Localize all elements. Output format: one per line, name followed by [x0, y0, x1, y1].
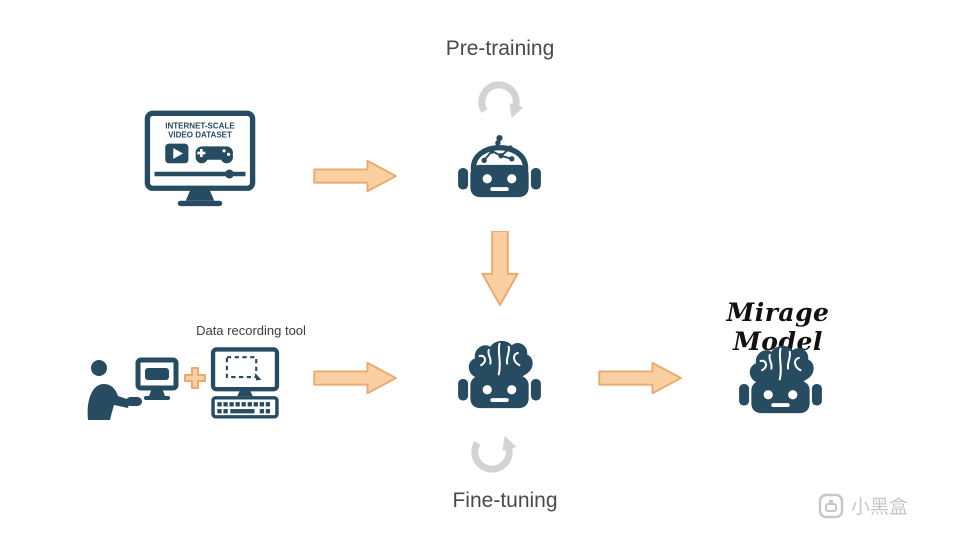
keyboard-icon	[211, 396, 279, 419]
right-arrow-icon	[313, 361, 397, 395]
plus-icon	[183, 366, 207, 390]
gamepad-icon	[195, 146, 233, 164]
xiaoheihe-logo-icon	[818, 493, 844, 518]
robot-circuit-head-icon	[458, 135, 541, 198]
finetuning-loop-icon	[457, 432, 529, 482]
monitor-stand-icon	[177, 188, 223, 207]
down-arrow-icon	[481, 231, 519, 307]
watermark: 小黑盒	[818, 492, 908, 519]
arrow-recording-to-finetuning	[313, 360, 401, 398]
cursor-icon	[254, 372, 262, 381]
progress-bar-icon	[154, 169, 246, 179]
dataset-title-line1: INTERNET-SCALE	[165, 122, 235, 131]
dataset-title-line2: VIDEO DATASET	[168, 130, 232, 139]
loop-arrow-icon	[478, 81, 524, 119]
pretraining-loop-icon	[464, 72, 536, 122]
handheld-gamepad-icon	[126, 397, 142, 406]
finetuning-robot-icon	[452, 333, 547, 425]
arrow-dataset-to-pretraining	[313, 158, 401, 196]
brain-folds-icon	[478, 342, 521, 376]
arrow-pretraining-to-finetuning	[480, 231, 520, 307]
player-with-monitor-icon	[87, 357, 179, 420]
robot-brain-head-icon	[458, 340, 541, 409]
arrow-finetuning-to-mirage	[598, 360, 686, 398]
neural-network-icon	[483, 138, 513, 161]
monitor-dataset-icon: INTERNET-SCALE VIDEO DATASET	[144, 110, 256, 207]
video-dataset-icon: INTERNET-SCALE VIDEO DATASET	[142, 108, 258, 215]
brain-folds-icon	[759, 347, 802, 381]
right-arrow-icon	[313, 159, 397, 193]
play-button-icon	[165, 143, 189, 164]
screen-capture-region-icon	[225, 356, 258, 379]
data-recording-label: Data recording tool	[196, 323, 306, 338]
right-arrow-icon	[598, 361, 682, 395]
robot-brain-head-icon	[739, 345, 822, 414]
pretraining-robot-icon	[452, 122, 547, 214]
recording-tool-icon	[206, 346, 284, 422]
mirage-robot-icon	[733, 338, 828, 430]
capture-monitor-keyboard-icon	[210, 347, 280, 419]
person-gaming-icon	[82, 348, 182, 428]
small-monitor-icon	[135, 357, 179, 400]
pretraining-label: Pre-training	[445, 37, 555, 60]
finetuning-label: Fine-tuning	[452, 489, 558, 512]
watermark-text: 小黑盒	[851, 497, 909, 518]
loop-arrow-icon	[471, 435, 517, 473]
